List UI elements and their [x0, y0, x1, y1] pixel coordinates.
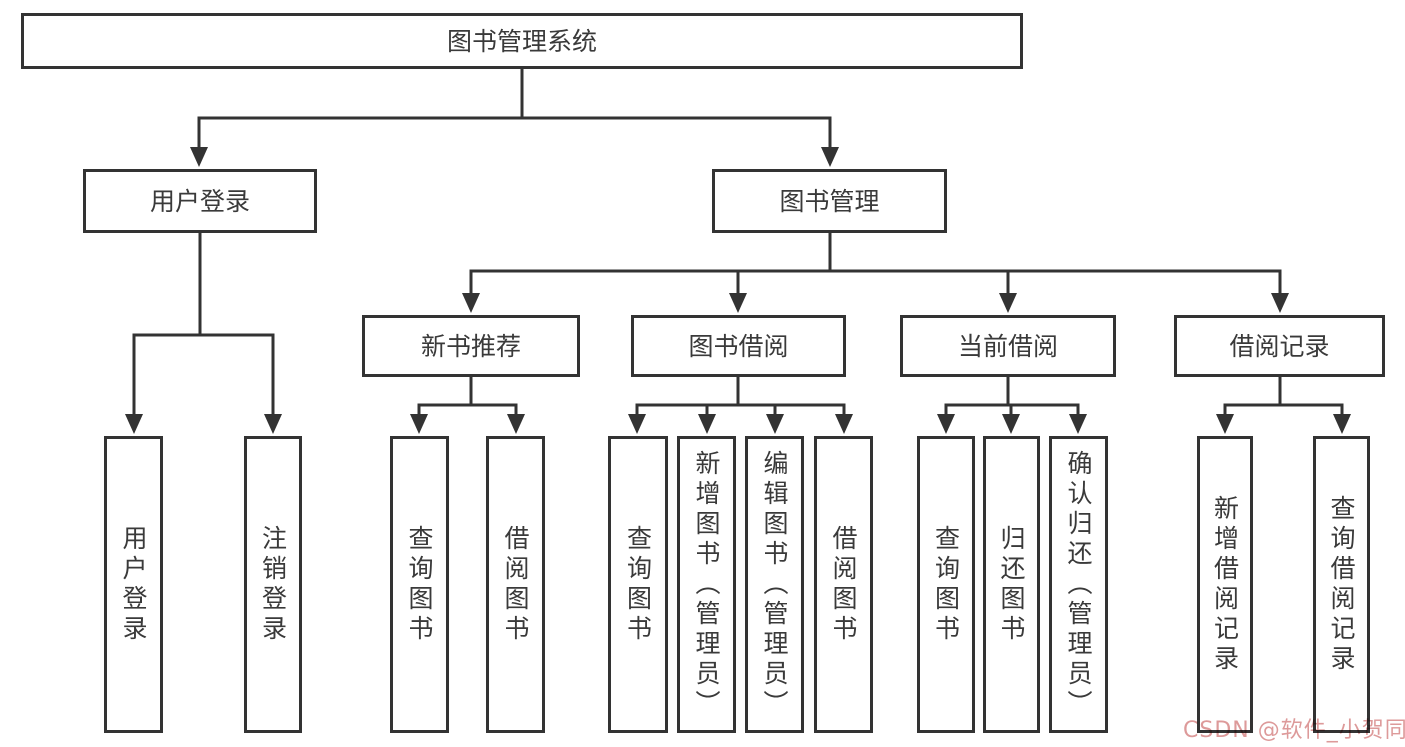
leaf-add-book-admin-label: 新增图书（管理员） [692, 449, 721, 720]
leaf-user-login: 用户登录 [104, 436, 163, 733]
node-new-book-recommend: 新书推荐 [362, 315, 580, 377]
arrowhead [999, 293, 1017, 313]
leaf-edit-book-admin-label: 编辑图书（管理员） [760, 449, 789, 720]
leaf-recommend-query-book: 查询图书 [390, 436, 449, 733]
arrowhead [937, 414, 955, 434]
node-current-borrow: 当前借阅 [900, 315, 1116, 377]
arrowhead [410, 414, 428, 434]
leaf-logout: 注销登录 [244, 436, 302, 733]
leaf-add-borrow-record-label: 新增借阅记录 [1210, 494, 1240, 675]
arrowhead [190, 147, 208, 167]
arrowhead [264, 414, 282, 434]
node-borrow-records-label: 借阅记录 [1229, 331, 1330, 361]
arrowhead [628, 414, 646, 434]
leaf-query-borrow-record-label: 查询借阅记录 [1327, 494, 1356, 675]
leaf-borrow-query-book: 查询图书 [608, 436, 668, 733]
node-book-borrow: 图书借阅 [631, 315, 846, 377]
leaf-return-book: 归还图书 [983, 436, 1040, 733]
arrowhead [125, 414, 143, 434]
leaf-borrow-book: 借阅图书 [814, 436, 873, 733]
arrowhead [698, 414, 716, 434]
node-new-book-recommend-label: 新书推荐 [420, 331, 521, 361]
leaf-recommend-borrow-book: 借阅图书 [486, 436, 545, 733]
arrowhead [1271, 293, 1289, 313]
leaf-query-borrow-record: 查询借阅记录 [1313, 436, 1370, 733]
arrowhead [1069, 414, 1087, 434]
arrowhead [835, 414, 853, 434]
leaf-recommend-borrow-book-label: 借阅图书 [501, 524, 530, 645]
arrowhead [507, 414, 525, 434]
node-book-borrow-label: 图书借阅 [688, 331, 789, 361]
leaf-confirm-return-admin: 确认归还（管理员） [1049, 436, 1108, 733]
leaf-add-borrow-record: 新增借阅记录 [1197, 436, 1253, 733]
leaf-logout-label: 注销登录 [258, 524, 288, 645]
leaf-confirm-return-admin-label: 确认归还（管理员） [1064, 449, 1093, 720]
arrowhead [766, 414, 784, 434]
leaf-add-book-admin: 新增图书（管理员） [677, 436, 736, 733]
leaf-return-book-label: 归还图书 [997, 524, 1026, 645]
leaf-user-login-label: 用户登录 [119, 524, 148, 645]
node-book-management-label: 图书管理 [779, 186, 880, 216]
arrowhead [729, 293, 747, 313]
node-user-login: 用户登录 [83, 169, 317, 233]
leaf-borrow-book-label: 借阅图书 [829, 524, 858, 645]
leaf-current-query-book-label: 查询图书 [931, 524, 961, 645]
node-current-borrow-label: 当前借阅 [957, 331, 1058, 361]
node-root-label: 图书管理系统 [446, 26, 597, 56]
node-root: 图书管理系统 [21, 13, 1023, 69]
arrowhead [1002, 414, 1020, 434]
leaf-edit-book-admin: 编辑图书（管理员） [745, 436, 804, 733]
arrowhead [462, 293, 480, 313]
node-book-management: 图书管理 [712, 169, 947, 233]
arrowhead [1216, 414, 1234, 434]
leaf-borrow-query-book-label: 查询图书 [623, 524, 653, 645]
arrowhead [821, 147, 839, 167]
arrowhead [1333, 414, 1351, 434]
node-borrow-records: 借阅记录 [1174, 315, 1385, 377]
leaf-current-query-book: 查询图书 [917, 436, 975, 733]
node-user-login-label: 用户登录 [149, 186, 250, 216]
leaf-recommend-query-book-label: 查询图书 [405, 524, 434, 645]
